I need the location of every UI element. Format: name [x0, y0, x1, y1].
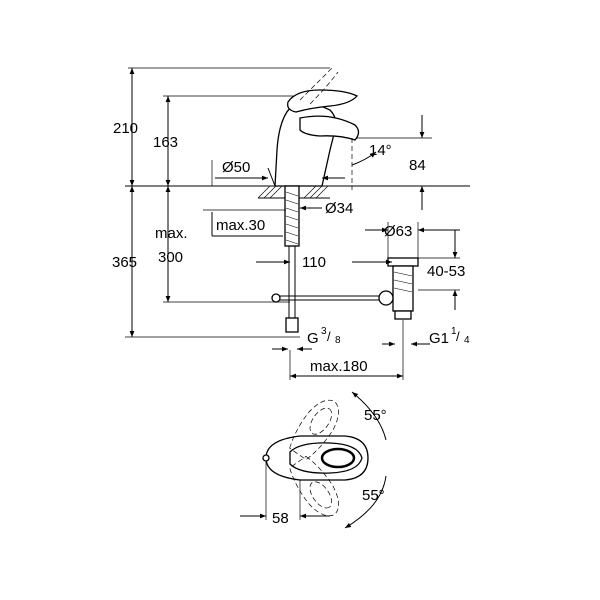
faucet-lever [287, 89, 359, 113]
dim-max-reach: max.180 [310, 358, 368, 375]
shank-thread [285, 191, 299, 245]
top-lever-grip [320, 447, 356, 469]
faucet-body [274, 100, 337, 187]
dim-below-deck: 365 [112, 254, 137, 271]
dim-waste-diameter: Ø63 [384, 223, 412, 240]
popup-rod [267, 167, 276, 187]
arc-55-front [344, 475, 387, 529]
top-popup [262, 454, 270, 462]
faucet-spout [299, 115, 360, 141]
shank [284, 185, 300, 247]
dim-drain-offset: 110 [302, 254, 326, 271]
lever-alt-position [299, 67, 333, 101]
lever-rotated-front [289, 455, 339, 517]
dim-offset: 58 [272, 510, 289, 527]
hose-connector [285, 317, 299, 333]
waste-tail [394, 310, 412, 320]
dim-base-diameter: Ø50 [222, 159, 250, 176]
dim-max-below: 300 [158, 249, 183, 266]
dim-shank-diameter: Ø34 [325, 200, 353, 217]
dim-waste-thread-den: 4 [464, 335, 470, 346]
side-view: 210 163 365 max. 300 14° 84 [112, 67, 470, 380]
popup-clip [271, 293, 281, 303]
waste-thread [393, 271, 413, 293]
lever-rotated-back [289, 399, 339, 461]
dim-inlet-thread: G [307, 330, 319, 347]
top-view: 55° 55° 58 [240, 391, 387, 529]
dim-max-thickness: max.30 [216, 217, 265, 234]
arc-55-back [351, 391, 387, 441]
dim-inlet-thread-num: 3 [321, 326, 327, 337]
dim-max-label: max. [155, 225, 188, 242]
waste-flange [387, 257, 419, 267]
lever-alt-position-2 [309, 71, 339, 105]
fraction-slash: / [327, 329, 331, 344]
dim-inlet-thread-den: 8 [335, 335, 341, 346]
dim-angle-spout: 14° [369, 142, 392, 159]
dim-waste-thread-num: 1 [451, 326, 457, 337]
dim-angle-front: 55° [362, 487, 385, 504]
dim-outlet-height: 84 [409, 157, 426, 174]
waste-nut [378, 290, 394, 306]
fraction-slash-2: / [456, 329, 460, 344]
dim-spout-height: 163 [153, 134, 178, 151]
dim-waste-range: 40-53 [427, 263, 465, 280]
dim-waste-thread: G1 [429, 330, 449, 347]
angle-arc-14 [351, 151, 377, 166]
dim-total-height: 210 [113, 120, 138, 137]
dim-angle-back: 55° [364, 407, 387, 424]
